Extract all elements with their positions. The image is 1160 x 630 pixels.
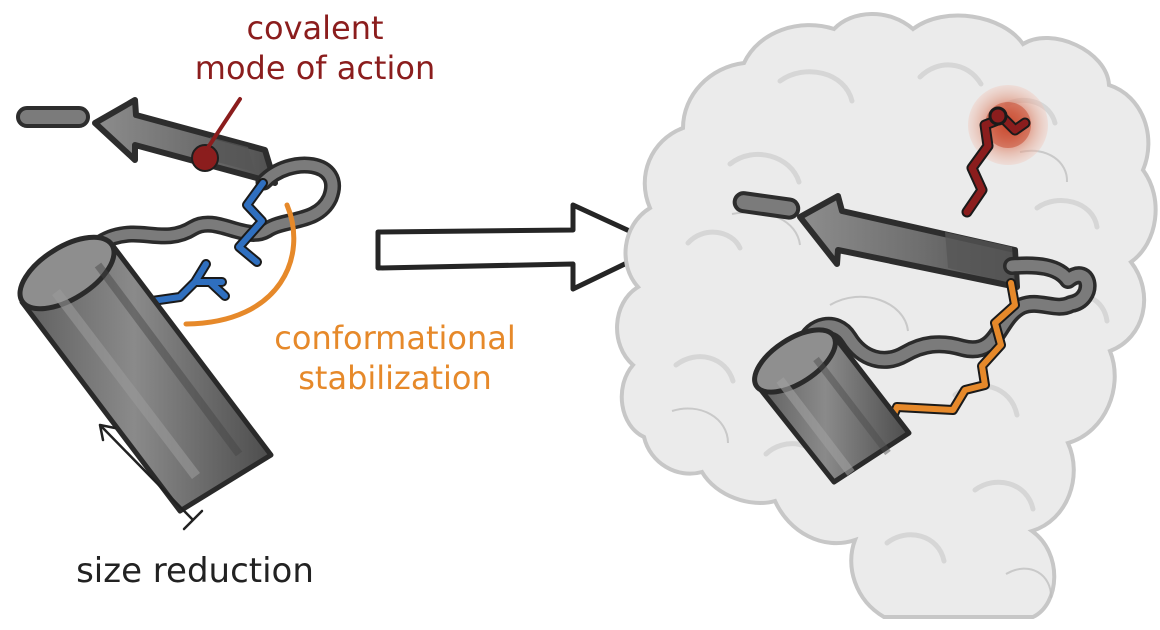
covalent-label-line-2: mode of action [194,49,436,87]
conformational-label-line-1: conformational [274,319,516,357]
right-red-side-chain [961,106,1031,218]
conformational-stabilization-label: conformational stabilization [250,318,540,398]
left-blue-side-chains [140,178,268,307]
conformational-stabilization-arc [183,202,297,327]
left-peptide [16,97,341,531]
surface-texture [673,62,1110,564]
protein-surface [615,12,1158,619]
left-beta-strand [16,97,278,186]
covalent-pointer [205,97,242,151]
right-arrow-icon [375,202,665,292]
right-helix-cylinder [752,327,912,485]
right-orange-crosslink [885,278,1020,429]
size-reduction-arrow [98,423,204,531]
covalent-mode-of-action-label: covalent mode of action [160,8,470,88]
size-reduction-label: size reduction [76,551,314,591]
conformational-label-line-2: stabilization [298,359,492,397]
covalent-label-line-1: covalent [246,9,384,47]
left-helix-cylinder [17,234,274,514]
covalent-site-dot [191,144,219,172]
protein-complex [615,12,1158,619]
